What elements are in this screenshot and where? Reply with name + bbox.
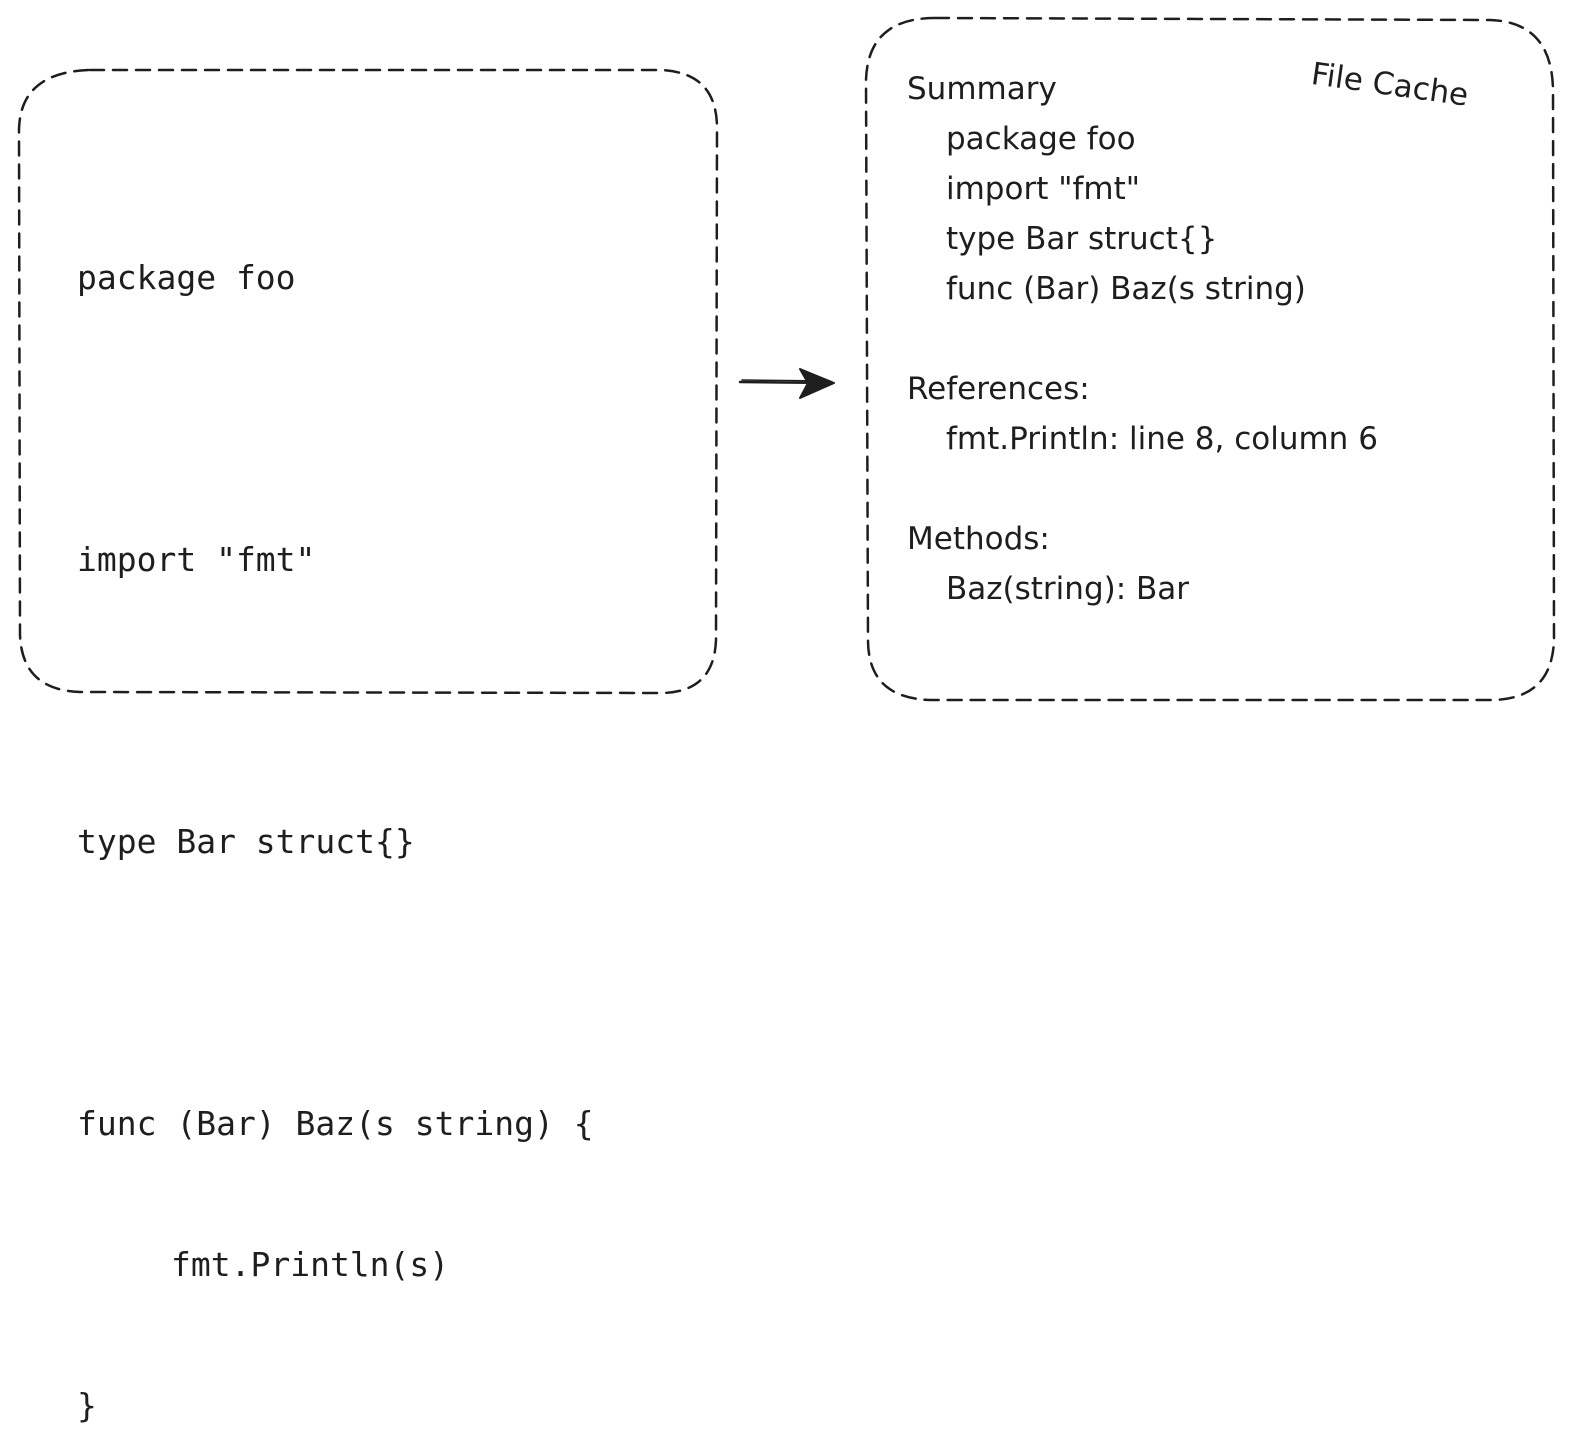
file-cache-content: Summary package foo import "fmt" type Ba… <box>907 64 1378 614</box>
code-line-import: import "fmt" <box>77 540 316 579</box>
code-line-println: fmt.Println(s) <box>171 1245 450 1284</box>
reference-item: fmt.Println: line 8, column 6 <box>946 421 1378 457</box>
code-line-func: func (Bar) Baz(s string) { <box>77 1104 594 1143</box>
summary-item: package foo <box>946 121 1136 157</box>
source-code-box <box>17 68 719 695</box>
code-blank-line <box>77 395 594 442</box>
code-line-type: type Bar struct{} <box>77 822 415 861</box>
section-spacer <box>907 464 1378 514</box>
code-blank-line <box>77 959 594 1006</box>
summary-item: type Bar struct{} <box>946 221 1218 257</box>
summary-heading: Summary <box>907 71 1057 107</box>
code-line-package: package foo <box>77 258 296 297</box>
arrow-head <box>799 368 835 399</box>
transform-arrow <box>738 368 835 399</box>
summary-item: func (Bar) Baz(s string) <box>946 271 1306 307</box>
references-heading: References: <box>907 371 1090 407</box>
section-spacer <box>907 314 1378 364</box>
methods-heading: Methods: <box>907 521 1050 557</box>
method-item: Baz(string): Bar <box>946 571 1190 607</box>
code-blank-line <box>77 677 594 724</box>
code-line-close-brace: } <box>77 1386 97 1425</box>
summary-item: import "fmt" <box>946 171 1140 207</box>
source-code: package foo import "fmt" type Bar struct… <box>77 160 594 1444</box>
file-cache-box <box>864 16 1556 702</box>
diagram-canvas <box>17 16 1556 702</box>
